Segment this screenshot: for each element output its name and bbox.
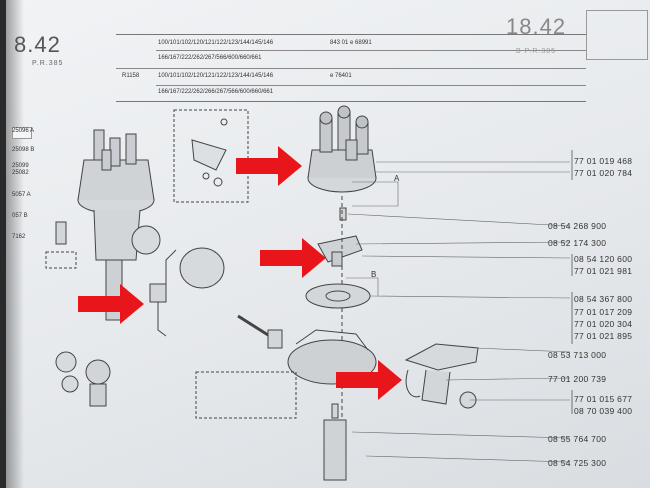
left-ref: 25082 bbox=[12, 170, 29, 176]
part-number: 77 01 020 304 bbox=[574, 319, 633, 329]
part-number: 77 01 021 895 bbox=[574, 331, 633, 341]
callout-b: B bbox=[371, 270, 377, 279]
part-number: 08 54 725 300 bbox=[548, 458, 607, 468]
right-page-sub: B P.R.385 bbox=[516, 48, 557, 55]
part-number: 08 52 174 300 bbox=[548, 238, 607, 248]
header-row-3-tag: R1158 bbox=[122, 73, 140, 79]
part-number: 08 54 268 900 bbox=[548, 221, 607, 231]
left-ref: 5057 A bbox=[12, 192, 31, 198]
catalog-page: 8.42 P.R.385 18.42 B P.R.385 100/101/102… bbox=[6, 0, 650, 488]
header-row-3-ref: e 76401 bbox=[330, 73, 352, 79]
part-number: 77 01 021 981 bbox=[574, 266, 633, 276]
part-number: 77 01 015 677 bbox=[574, 394, 633, 404]
header-row-3: 100/101/102/120/121/122/123/144/145/146 bbox=[158, 73, 274, 79]
callout-a: A bbox=[394, 174, 400, 183]
red-arrow-points-icon bbox=[336, 360, 402, 400]
left-ref: 057 B bbox=[12, 213, 28, 219]
header-row-4: 166/167/222/262/266/267/566/600/660/661 bbox=[158, 89, 274, 95]
left-page-sub: P.R.385 bbox=[32, 60, 64, 67]
model-header-table: 100/101/102/120/121/122/123/144/145/146 … bbox=[116, 34, 586, 102]
left-ref: 25099 bbox=[12, 163, 29, 169]
left-page-number: 8.42 bbox=[14, 32, 61, 57]
part-number: 08 55 764 700 bbox=[548, 434, 607, 444]
header-row-1-ref: 843 01 e 68991 bbox=[330, 40, 372, 46]
part-number: 08 70 039 400 bbox=[574, 406, 633, 416]
thumbnail-box bbox=[586, 10, 648, 60]
left-ref: 25098 B bbox=[12, 147, 35, 153]
exploded-diagram bbox=[45, 105, 573, 481]
red-arrow-rotor-icon bbox=[260, 238, 326, 278]
left-ref: 7162 bbox=[12, 234, 26, 240]
header-row-1: 100/101/102/120/121/122/123/144/145/146 bbox=[158, 40, 274, 46]
part-number: 08 53 713 000 bbox=[548, 350, 607, 360]
page-shadow bbox=[6, 0, 24, 488]
red-arrow-cap-icon bbox=[236, 146, 302, 186]
part-number: 77 01 019 468 bbox=[574, 156, 633, 166]
part-number: 77 01 020 784 bbox=[574, 168, 633, 178]
header-row-2: 166/167/222/262/267/566/600/660/661 bbox=[158, 55, 262, 61]
part-number: 08 54 367 800 bbox=[574, 294, 633, 304]
red-arrow-condenser-icon bbox=[78, 284, 144, 324]
part-number: 77 01 200 739 bbox=[548, 374, 607, 384]
left-ref: 25096 A bbox=[12, 128, 35, 134]
part-number: 08 54 120 600 bbox=[574, 254, 633, 264]
part-number: 77 01 017 209 bbox=[574, 307, 633, 317]
